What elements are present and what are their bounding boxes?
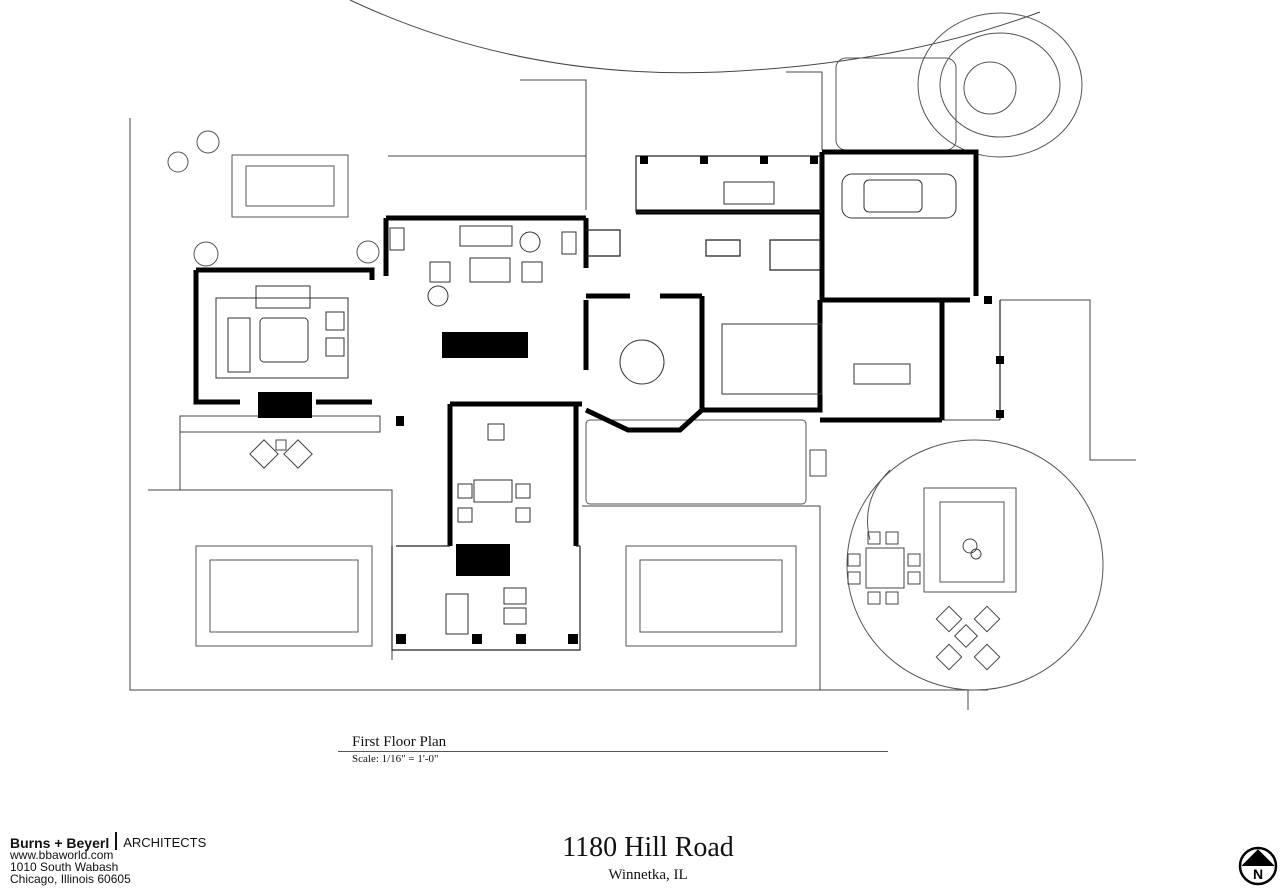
firm-divider [115, 832, 118, 850]
plan-scale: Scale: 1/16" = 1'-0" [352, 753, 439, 765]
firm-address: www.bbaworld.com 1010 South Wabash Chica… [10, 849, 131, 885]
firm-header: Burns + Beyerl ARCHITECTS [10, 832, 206, 853]
dining-table-round [619, 339, 665, 385]
plan-title: First Floor Plan [352, 734, 447, 750]
north-label: N [1253, 866, 1263, 882]
project-address: 1180 Hill Road [562, 832, 734, 863]
tree-canopy-large [846, 439, 1104, 691]
car [841, 173, 957, 219]
firm-city: Chicago, Illinois 60605 [10, 872, 131, 886]
firm-name: Burns + Beyerl [10, 835, 110, 851]
fireplace [258, 392, 312, 418]
firm-website: www.bbaworld.com [10, 848, 114, 862]
project-city: Winnetka, IL [608, 867, 688, 883]
north-arrow-icon: N [1238, 846, 1278, 886]
title-rule [338, 751, 888, 752]
planter-center [625, 545, 797, 647]
wall-living [196, 267, 375, 280]
planter-left [195, 545, 373, 647]
tree-canopy [917, 12, 1083, 158]
driveway-curve [349, 0, 1041, 74]
firm-type: ARCHITECTS [123, 835, 207, 850]
firm-street: 1010 South Wabash [10, 860, 119, 874]
